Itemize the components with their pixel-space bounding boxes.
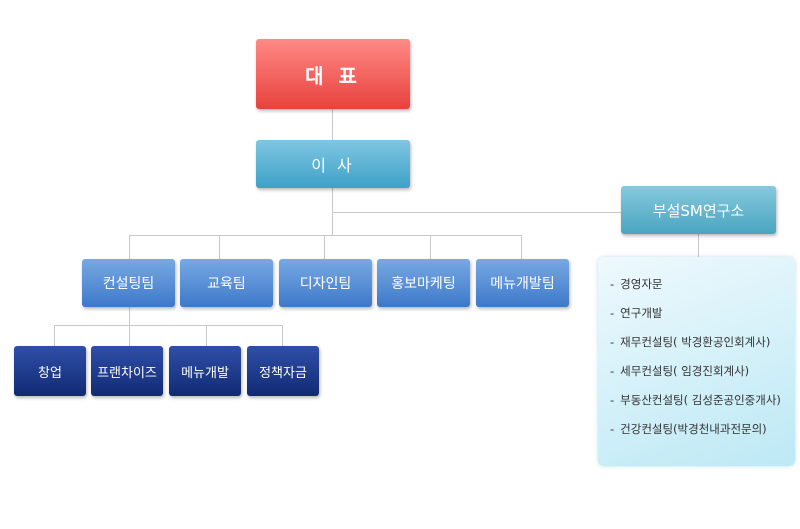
connector-team-4 bbox=[430, 235, 431, 259]
connector-ceo-director bbox=[332, 109, 333, 140]
connector-team-1 bbox=[129, 235, 130, 259]
lab-item: -세무컨설팅( 임경진회계사) bbox=[610, 364, 750, 378]
lab-item: -재무컨설팅( 박경환공인회계사) bbox=[610, 335, 771, 349]
connector-team-5 bbox=[521, 235, 522, 259]
team-consulting: 컨설팅팀 bbox=[82, 259, 175, 307]
connector-sub-3 bbox=[206, 325, 207, 346]
connector-consulting-down bbox=[129, 307, 130, 325]
lab-item: -경영자문 bbox=[610, 277, 663, 291]
subteam-franchise: 프랜차이즈 bbox=[91, 346, 163, 396]
connector-sub-1 bbox=[54, 325, 55, 346]
connector-subteams-bus bbox=[54, 325, 283, 326]
connector-team-3 bbox=[324, 235, 325, 259]
ceo-node: 대 표 bbox=[256, 39, 410, 109]
team-marketing: 홍보마케팅 bbox=[377, 259, 470, 307]
connector-lab-branch bbox=[332, 212, 621, 213]
team-menu-dev: 메뉴개발팀 bbox=[476, 259, 569, 307]
director-node: 이 사 bbox=[256, 140, 410, 188]
lab-node: 부설SM연구소 bbox=[621, 186, 776, 234]
connector-team-2 bbox=[219, 235, 220, 259]
team-design: 디자인팀 bbox=[279, 259, 372, 307]
lab-item: -건강컨설팅(박경천내과전문의) bbox=[610, 422, 767, 436]
lab-detail-panel: -경영자문 -연구개발 -재무컨설팅( 박경환공인회계사) -세무컨설팅( 임경… bbox=[598, 257, 795, 466]
connector-lab-panel bbox=[698, 234, 699, 257]
lab-item-list: -경영자문 -연구개발 -재무컨설팅( 박경환공인회계사) -세무컨설팅( 임경… bbox=[610, 277, 795, 436]
subteam-startup: 창업 bbox=[14, 346, 86, 396]
subteam-menu-dev: 메뉴개발 bbox=[169, 346, 241, 396]
lab-item: -연구개발 bbox=[610, 306, 663, 320]
subteam-policy-fund: 정책자금 bbox=[247, 346, 319, 396]
connector-teams-bus bbox=[129, 235, 521, 236]
team-education: 교육팀 bbox=[180, 259, 273, 307]
connector-sub-4 bbox=[282, 325, 283, 346]
connector-sub-2 bbox=[129, 325, 130, 346]
lab-item: -부동산컨설팅( 김성준공인중개사) bbox=[610, 393, 781, 407]
